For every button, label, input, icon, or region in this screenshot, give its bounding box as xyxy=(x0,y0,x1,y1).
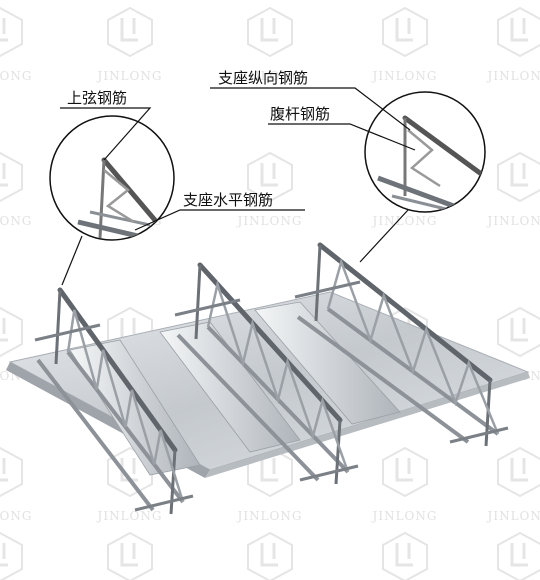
watermark-brand-text: JINLONG xyxy=(371,69,438,83)
bottom-chord xyxy=(36,358,155,512)
jl-logo-icon xyxy=(497,531,540,580)
support-horizontal-bar xyxy=(134,494,194,512)
watermark-brand-text: JINLONG xyxy=(371,214,438,228)
jl-logo-icon xyxy=(247,531,293,580)
watermark-brand-text: JINLONG xyxy=(236,509,303,523)
watermark-brand-text: JINLONG xyxy=(0,69,32,83)
leader-support-longitudinal xyxy=(210,87,411,131)
support-post xyxy=(314,244,322,322)
support-post xyxy=(169,449,177,515)
web-bar xyxy=(66,309,185,503)
support-horizontal-bar xyxy=(449,426,509,444)
jl-logo-icon: JINLONG xyxy=(371,6,438,83)
leader-support-horizontal xyxy=(134,209,305,231)
jl-logo-icon: JINLONG xyxy=(96,6,163,83)
watermark-brand-text: JINLONG xyxy=(486,69,540,83)
jl-logo-icon: JINLONG xyxy=(486,151,540,228)
label-web-bar: 腹杆钢筋 xyxy=(270,105,331,123)
support-post xyxy=(54,289,62,365)
jl-logo-icon: JINLONG xyxy=(236,6,303,83)
support-post xyxy=(334,419,342,485)
label-support-horizontal: 支座水平钢筋 xyxy=(183,191,274,209)
truss-group xyxy=(34,242,509,515)
jl-logo-icon: JINLONG xyxy=(371,446,438,523)
watermark-brand-text: JINLONG xyxy=(371,509,438,523)
top-chord xyxy=(197,262,343,423)
jl-logo-icon xyxy=(382,531,428,580)
truss-3 xyxy=(294,242,509,447)
jl-logo-icon: JINLONG xyxy=(0,6,32,83)
watermark-brand-text: JINLONG xyxy=(236,69,303,83)
watermark-brand-text: JINLONG xyxy=(486,214,540,228)
watermark-brand-text: JINLONG xyxy=(96,69,163,83)
watermark-brand-text: JINLONG xyxy=(486,509,540,523)
detail-circle-left xyxy=(49,115,175,241)
steel-deck xyxy=(6,291,530,478)
truss-1 xyxy=(34,287,194,515)
web-bar xyxy=(206,279,350,473)
jl-logo-icon xyxy=(0,531,23,580)
jl-logo-icon: JINLONG xyxy=(0,151,32,228)
watermark-brand-text: JINLONG xyxy=(96,509,163,523)
truss-2 xyxy=(174,262,359,485)
detail-circle-right xyxy=(364,91,486,213)
watermark-brand-text: JINLONG xyxy=(236,214,303,228)
support-post xyxy=(194,264,202,340)
leader-circle-right xyxy=(359,209,409,263)
support-horizontal-bar xyxy=(34,323,101,342)
web-bar xyxy=(326,257,500,435)
bottom-chord xyxy=(176,333,320,482)
watermark-brand-text: JINLONG xyxy=(0,509,32,523)
leader-circle-left xyxy=(61,235,83,286)
support-horizontal-bar xyxy=(174,298,241,317)
label-top-chord: 上弦钢筋 xyxy=(67,89,128,107)
leader-lines xyxy=(60,87,416,286)
jl-logo-icon: JINLONG xyxy=(0,446,32,523)
jl-logo-icon: JINLONG xyxy=(236,151,303,228)
support-horizontal-bar xyxy=(294,280,361,299)
leader-web-bar xyxy=(268,123,416,151)
jl-logo-icon xyxy=(107,531,153,580)
watermark-brand-text: JINLONG xyxy=(0,214,32,228)
top-chord xyxy=(317,242,493,383)
jl-logo-icon: JINLONG xyxy=(486,6,540,83)
support-horizontal-bar xyxy=(299,464,359,482)
bottom-chord xyxy=(296,315,470,444)
jl-logo-icon: JINLONG xyxy=(96,446,163,523)
label-support-longitudinal: 支座纵向钢筋 xyxy=(218,69,309,87)
leader-top-chord xyxy=(60,107,152,161)
top-chord xyxy=(57,287,178,453)
jl-logo-icon: JINLONG xyxy=(486,446,540,523)
